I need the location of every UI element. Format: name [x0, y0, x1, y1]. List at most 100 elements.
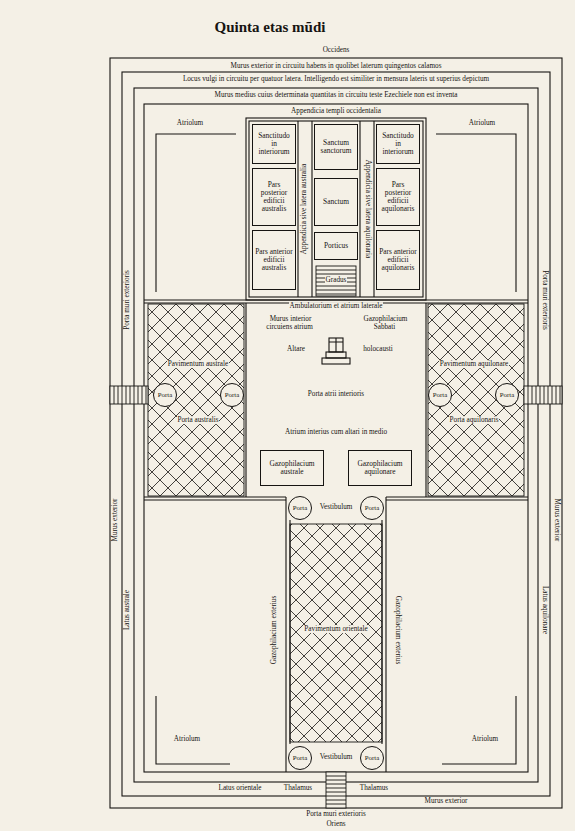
plan-label: Latus aquilonare: [540, 560, 548, 660]
stair-step: [326, 776, 346, 777]
plan-label: Murus medius cuius determinata quantitas…: [141, 92, 531, 100]
room-name: Gazophilacium aquilonare: [351, 460, 409, 476]
label-text: Latus australe: [123, 589, 131, 631]
label-text: Vestibulum: [319, 503, 354, 511]
label-text: Atriolum: [468, 119, 496, 127]
room-name: Pars anterior edificii australis: [255, 248, 293, 272]
stair-step: [142, 386, 143, 404]
stair-step: [146, 386, 147, 404]
room-box: Sanctitudo in interiorum: [252, 124, 296, 164]
room-name: Porta: [365, 504, 379, 511]
stair-step: [316, 290, 356, 291]
plan-label: Gazophilacium exterius: [393, 565, 401, 695]
plan-label: Thalamus: [276, 785, 320, 793]
room-name: Sanctitudo in interiorum: [255, 132, 293, 156]
stair-step: [326, 800, 346, 801]
plan-label: Thalamus: [352, 785, 396, 793]
label-text: Murus exterior in circuitu habens in quo…: [230, 62, 443, 70]
plan-label: Porta muri exterioris: [540, 240, 548, 360]
label-text: Porta aquilonaris: [449, 416, 500, 424]
stair-step: [316, 294, 356, 295]
stair-step: [528, 386, 529, 404]
room-name: Porta: [225, 391, 239, 398]
label-text: Appendicia templi occidentalia: [290, 107, 382, 115]
label-text: Murus exterior: [424, 797, 469, 805]
plan-label: Porta australis: [163, 417, 233, 425]
label-text: Appendicia sive latera australia: [300, 163, 308, 255]
plan-label: Porta muri exterioris: [124, 240, 132, 360]
plan-label: Pavimentum aquilonare: [429, 361, 519, 369]
room-name: Porta: [158, 391, 172, 398]
gate-circle: Porta: [495, 383, 519, 407]
plan-label: Porta aquilonaris: [436, 417, 512, 425]
stair-step: [326, 792, 346, 793]
label-text: Locus vulgi in circuitu per quatuor late…: [182, 75, 490, 83]
stair-step: [556, 386, 557, 404]
room-name: Porta: [365, 754, 379, 761]
stair-step: [544, 386, 545, 404]
stair-step: [138, 386, 139, 404]
room-box: Sanctum: [314, 178, 358, 226]
plan-label: Murus exterior in circuitu habens in quo…: [126, 63, 546, 71]
label-text: Pavimentum aquilonare: [439, 360, 509, 368]
plan-label: Porta atrii interioris: [291, 391, 381, 399]
label-text: Appendicia sive latera aquilonaria: [364, 159, 372, 259]
label-text: holocausti: [362, 345, 394, 353]
label-text: Thalamus: [359, 784, 389, 792]
label-text: Porta atrii interioris: [307, 390, 365, 398]
plan-label: Gazophilacium Sabbati: [355, 316, 415, 332]
gate-circle: Porta: [360, 496, 384, 520]
plan-label: Murus exterior: [406, 798, 486, 806]
room-name: Sanctum sanctorum: [317, 139, 355, 155]
plan-label: Murus exterior: [112, 470, 120, 570]
stair-step: [316, 286, 356, 287]
plan-label: Appendicia templi occidentalia: [256, 108, 416, 116]
room-name: Gazophilacium australe: [263, 460, 321, 476]
stair-step: [560, 386, 561, 404]
label-text: Vestibulum: [319, 753, 354, 761]
plan-label: Atriolum: [452, 120, 512, 128]
room-box: Gazophilacium aquilonare: [348, 450, 412, 486]
gate-circle: Porta: [288, 746, 312, 770]
room-name: Sanctitudo in interiorum: [379, 132, 417, 156]
room-name: Pars posterior edificii australis: [255, 181, 293, 213]
label-text: Atriolum: [173, 735, 201, 743]
page-title: Quinta etas mũdi: [170, 19, 370, 36]
label-text: Murus interior circuiens atrium: [266, 315, 314, 331]
room-box: Sanctum sanctorum: [314, 124, 358, 170]
plan-label: Occidens: [296, 47, 376, 55]
plan-label: Appendicia sive latera aquilonaria: [363, 129, 371, 289]
plan-label: Atrium interius cum altari in medio: [281, 429, 391, 437]
stair-step: [114, 386, 115, 404]
room-name: Porta: [293, 754, 307, 761]
plan-label: Gradus: [316, 277, 356, 285]
label-text: Murus exterior: [553, 498, 561, 543]
stair-step: [316, 274, 356, 275]
room-name: Pars posterior edificii aquilonaris: [379, 181, 417, 213]
room-box: Pars anterior edificii australis: [252, 230, 296, 290]
label-text: Pavimentum orientale: [303, 625, 368, 633]
stair-step: [130, 386, 131, 404]
plan-label: Latus australe: [124, 560, 132, 660]
label-text: Pavimentum australe: [167, 360, 229, 368]
plan-label: Oriens: [311, 821, 361, 829]
label-text: Porta muri exterioris: [541, 269, 549, 330]
label-text: Atrium interius cum altari in medio: [284, 428, 388, 436]
room-name: Pars anterior edificii aquilonaris: [379, 248, 417, 272]
plan-label: Vestibulum: [311, 754, 361, 762]
stair-step: [326, 796, 346, 797]
gate-circle: Porta: [428, 383, 452, 407]
plan-label: Atriolum: [160, 120, 220, 128]
plan-label: Ambulatorium et atrium laterale: [261, 303, 411, 311]
plan-label: Latus orientale: [200, 785, 280, 793]
room-box: Sanctitudo in interiorum: [376, 124, 420, 164]
plan-label: Murus exterior: [552, 470, 560, 570]
plan-label: Locus vulgi in circuitu per quatuor late…: [130, 76, 542, 84]
label-text: Thalamus: [283, 784, 313, 792]
label-text: Ambulatorium et atrium laterale: [289, 302, 384, 310]
stair-step: [326, 780, 346, 781]
plan-label: Pavimentum orientale: [301, 626, 371, 634]
room-name: Porticus: [324, 242, 348, 250]
stair-step: [532, 386, 533, 404]
